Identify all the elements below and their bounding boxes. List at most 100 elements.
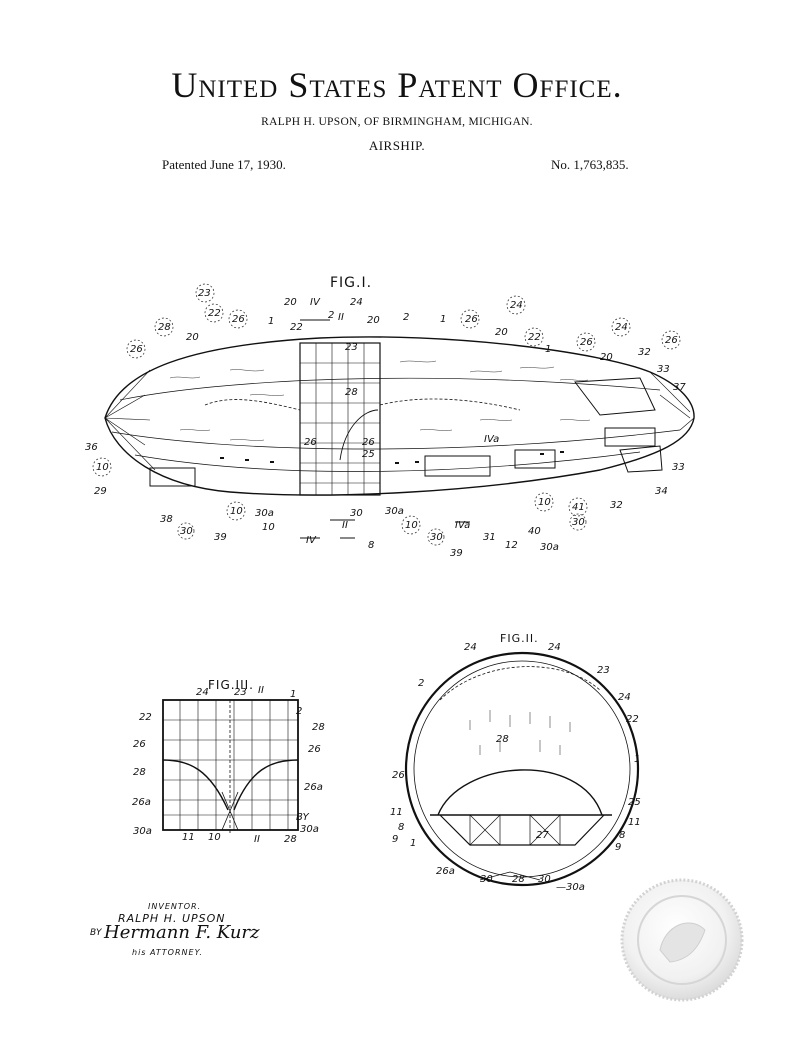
- svg-text:9: 9: [392, 834, 398, 845]
- svg-text:II: II: [342, 520, 348, 531]
- svg-text:IVa: IVa: [455, 520, 470, 531]
- figure-1-label: FIG.I.: [330, 275, 373, 291]
- svg-text:30: 30: [180, 526, 193, 537]
- svg-text:26: 26: [580, 337, 593, 348]
- svg-text:26: 26: [308, 744, 321, 755]
- svg-text:30: 30: [572, 517, 585, 528]
- svg-text:10: 10: [262, 522, 275, 533]
- attorney-label: his ATTORNEY.: [132, 948, 203, 957]
- svg-text:10: 10: [538, 497, 551, 508]
- svg-text:II: II: [258, 685, 264, 696]
- figure-2-label: FIG.II.: [500, 632, 539, 645]
- patent-date: Patented June 17, 1930.: [162, 157, 286, 172]
- svg-text:26: 26: [130, 344, 143, 355]
- svg-text:26: 26: [392, 770, 405, 781]
- svg-text:27: 27: [536, 830, 549, 841]
- svg-text:2: 2: [328, 310, 334, 321]
- svg-text:26a: 26a: [132, 797, 151, 808]
- svg-text:31: 31: [483, 532, 496, 543]
- svg-text:26: 26: [232, 314, 245, 325]
- svg-text:38: 38: [160, 514, 173, 525]
- svg-text:28: 28: [496, 734, 509, 745]
- svg-text:12: 12: [505, 540, 518, 551]
- svg-text:22: 22: [208, 308, 221, 319]
- svg-text:33: 33: [672, 462, 685, 473]
- svg-text:28: 28: [284, 834, 297, 845]
- svg-text:1: 1: [410, 838, 416, 849]
- svg-text:28: 28: [133, 767, 146, 778]
- svg-text:24: 24: [510, 300, 523, 311]
- svg-text:26: 26: [304, 437, 317, 448]
- svg-text:36: 36: [85, 442, 98, 453]
- svg-text:32: 32: [638, 347, 651, 358]
- svg-text:24: 24: [615, 322, 628, 333]
- svg-text:IV: IV: [310, 297, 321, 308]
- svg-text:BY: BY: [296, 812, 310, 823]
- svg-text:26: 26: [133, 739, 146, 750]
- svg-text:30a: 30a: [300, 824, 319, 835]
- svg-text:2: 2: [403, 312, 409, 323]
- svg-text:II: II: [338, 312, 344, 323]
- inventor-name: RALPH H. UPSON: [118, 912, 226, 925]
- svg-text:10: 10: [405, 520, 418, 531]
- svg-text:8: 8: [619, 830, 625, 841]
- svg-text:8: 8: [368, 540, 374, 551]
- svg-text:30a: 30a: [255, 508, 274, 519]
- svg-text:30: 30: [480, 874, 493, 885]
- svg-text:20: 20: [600, 352, 613, 363]
- svg-text:1: 1: [268, 316, 274, 327]
- svg-text:20: 20: [367, 315, 380, 326]
- svg-text:39: 39: [450, 548, 463, 559]
- svg-text:9: 9: [615, 842, 621, 853]
- svg-text:28: 28: [158, 322, 171, 333]
- svg-text:37: 37: [673, 382, 686, 393]
- svg-text:30a: 30a: [133, 826, 152, 837]
- patent-number: No. 1,763,835.: [551, 157, 629, 172]
- svg-text:1: 1: [634, 754, 640, 765]
- svg-text:22: 22: [626, 714, 639, 725]
- svg-text:28: 28: [312, 722, 325, 733]
- svg-text:41: 41: [572, 502, 585, 513]
- svg-text:23: 23: [345, 342, 358, 353]
- svg-text:23: 23: [198, 288, 211, 299]
- svg-text:26a: 26a: [436, 866, 455, 877]
- inventor-label: INVENTOR.: [148, 902, 202, 911]
- svg-text:24: 24: [350, 297, 363, 308]
- svg-text:26a: 26a: [304, 782, 323, 793]
- inventor-line: RALPH H. UPSON, OF BIRMINGHAM, MICHIGAN.: [261, 116, 533, 128]
- svg-text:28: 28: [345, 387, 358, 398]
- svg-text:25: 25: [628, 797, 641, 808]
- svg-text:IV: IV: [306, 535, 317, 546]
- svg-text:10: 10: [230, 506, 243, 517]
- svg-text:26: 26: [465, 314, 478, 325]
- attorney-signature: Hermann F. Kurz: [104, 922, 260, 943]
- svg-text:28: 28: [512, 874, 525, 885]
- svg-text:30: 30: [538, 874, 551, 885]
- svg-text:1: 1: [545, 344, 551, 355]
- svg-text:10: 10: [208, 832, 221, 843]
- svg-text:II: II: [254, 834, 260, 845]
- svg-text:34: 34: [655, 486, 668, 497]
- svg-text:30a: 30a: [385, 506, 404, 517]
- svg-text:1: 1: [440, 314, 446, 325]
- svg-text:23: 23: [597, 665, 610, 676]
- svg-text:11: 11: [390, 807, 403, 818]
- svg-text:10: 10: [96, 462, 109, 473]
- svg-text:25: 25: [362, 449, 375, 460]
- by-label: BY: [90, 928, 102, 938]
- svg-text:22: 22: [139, 712, 152, 723]
- svg-text:IVa: IVa: [484, 434, 499, 445]
- svg-text:20: 20: [284, 297, 297, 308]
- svg-text:8: 8: [398, 822, 404, 833]
- svg-text:30a: 30a: [540, 542, 559, 553]
- svg-text:1: 1: [290, 689, 296, 700]
- svg-text:20: 20: [186, 332, 199, 343]
- svg-text:40: 40: [528, 526, 541, 537]
- svg-text:30: 30: [350, 508, 363, 519]
- svg-text:2: 2: [296, 706, 302, 717]
- svg-text:—30a: —30a: [556, 882, 585, 893]
- svg-text:39: 39: [214, 532, 227, 543]
